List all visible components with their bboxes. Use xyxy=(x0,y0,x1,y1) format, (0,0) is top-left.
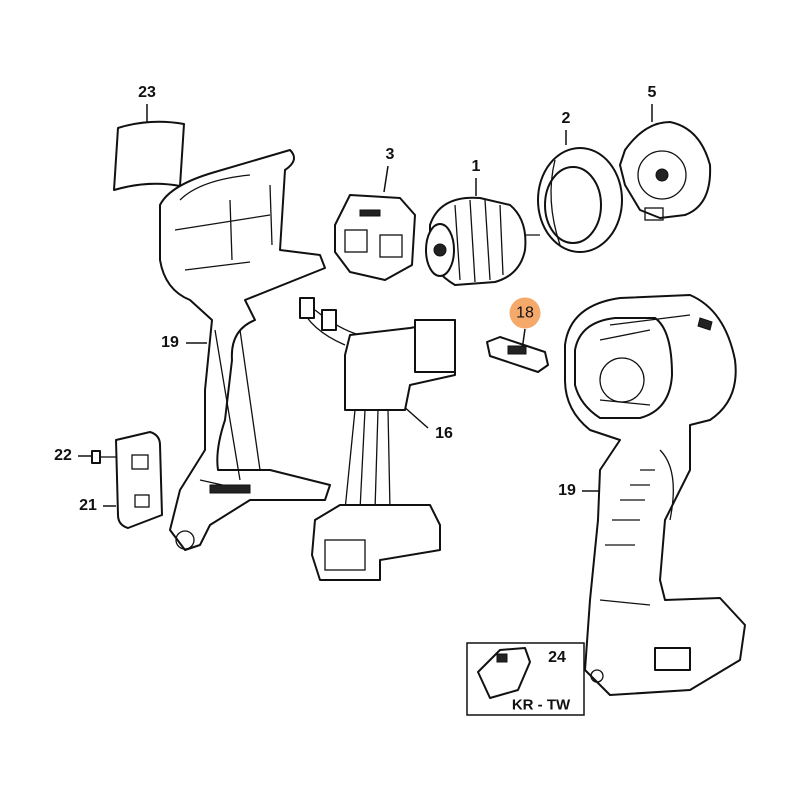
part-19-right-housing[interactable] xyxy=(564,294,746,696)
callout-1[interactable]: 1 xyxy=(471,158,481,175)
part-21-bracket[interactable] xyxy=(115,431,163,529)
callout-18-highlighted[interactable]: 18 xyxy=(509,297,541,329)
part-22-screw[interactable] xyxy=(91,450,116,464)
part-3-brush-holder[interactable] xyxy=(334,194,416,281)
callout-24[interactable]: 24 xyxy=(548,649,566,666)
part-16-switch[interactable] xyxy=(299,297,456,581)
part-24-clip[interactable] xyxy=(477,647,531,699)
callout-22[interactable]: 22 xyxy=(54,447,72,464)
callout-19-right[interactable]: 19 xyxy=(558,482,576,499)
part-5-gear-housing[interactable] xyxy=(619,121,712,221)
callout-21[interactable]: 21 xyxy=(79,497,97,514)
inset-caption: KR - TW xyxy=(511,696,571,714)
callout-3[interactable]: 3 xyxy=(385,146,395,163)
part-2-magnet-ring[interactable] xyxy=(537,147,623,253)
callout-2[interactable]: 2 xyxy=(561,110,571,127)
callout-23[interactable]: 23 xyxy=(138,84,156,101)
callout-16[interactable]: 16 xyxy=(435,425,453,442)
part-23-label-plate[interactable] xyxy=(113,120,185,191)
part-1-motor[interactable] xyxy=(425,196,540,286)
part-18-connector[interactable] xyxy=(486,336,549,373)
part-19-left-housing[interactable] xyxy=(159,149,331,551)
callout-5[interactable]: 5 xyxy=(647,84,657,101)
callout-19-left[interactable]: 19 xyxy=(161,334,179,351)
